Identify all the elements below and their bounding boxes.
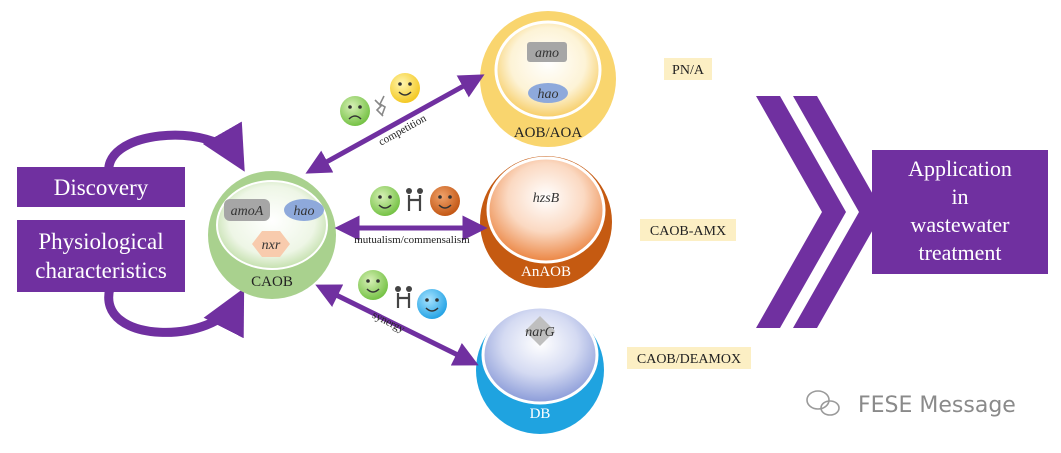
watermark-text: FESE Message: [858, 393, 1016, 418]
application-box: Application in wastewater treatment: [872, 150, 1048, 274]
discovery-label: Discovery: [54, 175, 149, 200]
anaob-label: AnAOB: [521, 264, 571, 280]
synergy-arrow: [315, 284, 479, 366]
pna-label: PN/A: [672, 63, 705, 78]
happy-face-yellow-icon: [390, 73, 420, 103]
synergy-label: synergy: [370, 309, 407, 336]
db-cell: narG DB: [476, 305, 604, 434]
caob-amx-label: CAOB-AMX: [650, 224, 726, 239]
aob-aoa-cell: amo hao AOB/AOA: [480, 11, 616, 147]
application-line1: Application: [908, 156, 1012, 181]
amoA-gene-label: amoA: [231, 204, 264, 219]
nxr-gene-label: nxr: [262, 238, 281, 253]
db-label: DB: [530, 406, 551, 422]
characteristics-label: characteristics: [35, 258, 167, 283]
hao-gene-label-caob: hao: [294, 204, 315, 219]
hao-gene-shape-caob: [284, 199, 324, 221]
physiological-label: Physiological: [38, 229, 163, 254]
handshake-icon: [406, 188, 423, 211]
pna-process-tag: PN/A: [664, 58, 712, 80]
hzsB-gene-label: hzsB: [533, 191, 560, 206]
characteristics-loop-arrow: [104, 286, 245, 339]
caob-cell: amoA hao nxr CAOB: [208, 171, 336, 299]
narG-gene-label: narG: [525, 325, 555, 340]
caob-deamox-label: CAOB/DEAMOX: [637, 352, 741, 367]
amoA-gene-shape: [224, 199, 270, 221]
application-line3: wastewater: [911, 212, 1011, 237]
caob-amx-process-tag: CAOB-AMX: [640, 219, 736, 241]
hao-gene-shape-aob: [528, 83, 568, 103]
anaob-cell: hzsB AnAOB: [480, 156, 612, 288]
happy-face-blue-icon: [417, 289, 447, 319]
hao-gene-label-aob: hao: [538, 87, 559, 102]
narG-gene-shape: [525, 316, 555, 346]
mutualism-label: mutualism/commensalism: [354, 234, 470, 246]
caob-deamox-process-tag: CAOB/DEAMOX: [627, 347, 751, 369]
application-line4: treatment: [918, 240, 1001, 265]
fighting-icon: [374, 95, 386, 117]
wechat-watermark: FESE Message: [806, 390, 1016, 418]
aob-aoa-label: AOB/AOA: [514, 125, 583, 141]
cooperation-icon: [395, 286, 412, 308]
discovery-box: Discovery: [17, 167, 185, 207]
happy-face-green-synergy-icon: [358, 270, 388, 300]
discovery-loop-arrow: [104, 121, 245, 180]
happy-face-orange-icon: [430, 186, 460, 216]
amo-gene-label: amo: [535, 46, 559, 61]
physiological-characteristics-box: Physiological characteristics: [17, 220, 185, 292]
chevron-icon: [756, 96, 846, 328]
caob-label: CAOB: [251, 274, 293, 290]
competition-arrow: [305, 74, 485, 174]
application-line2: in: [951, 184, 968, 209]
wechat-icon: [806, 390, 840, 416]
happy-face-green-icon: [370, 186, 400, 216]
amo-gene-shape: [527, 42, 567, 62]
sad-face-icon: [340, 96, 370, 126]
chevron-icon-2: [793, 96, 883, 328]
nxr-gene-shape: [252, 231, 290, 257]
